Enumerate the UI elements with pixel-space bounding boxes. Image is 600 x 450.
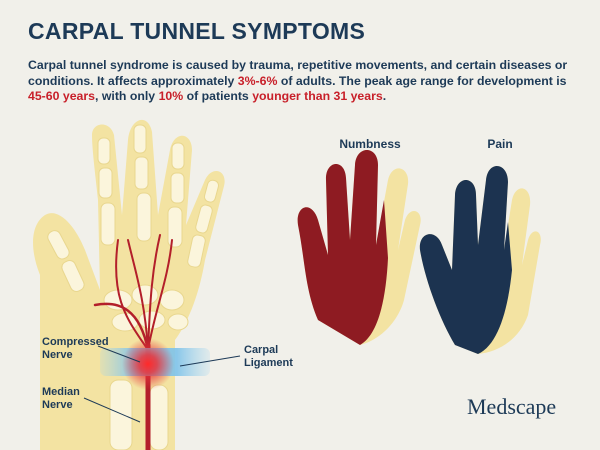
highlight-age-range: 45-60 years (28, 89, 96, 103)
label-carpal-ligament: Carpal Ligament (244, 344, 293, 369)
label-compressed-nerve: Compressed Nerve (42, 336, 109, 361)
compression-glow (122, 338, 174, 390)
pain-title: Pain (487, 137, 513, 151)
highlight-younger-age: younger than 31 years (252, 89, 383, 103)
left-hand-bones (47, 124, 220, 450)
medscape-logo: Medscape (467, 394, 557, 419)
highlight-young-percent: 10% (158, 89, 184, 103)
pain-hand (419, 165, 541, 354)
numbness-title: Numbness (339, 137, 401, 151)
intro-text: Carpal tunnel syndrome is caused by trau… (28, 58, 568, 103)
page-title: CARPAL TUNNEL SYMPTOMS (28, 18, 366, 44)
label-median-nerve: Median Nerve (42, 386, 80, 411)
numbness-hand (297, 150, 421, 345)
callout-lines (83, 345, 241, 423)
highlight-adults-percent: 3%-6% (237, 73, 278, 88)
